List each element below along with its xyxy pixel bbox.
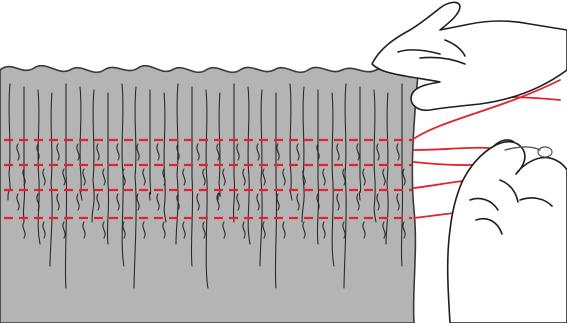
fabric-panel: [0, 66, 418, 323]
fabric-fold-line: [23, 87, 24, 222]
right-hand-icon: [448, 140, 567, 323]
fabric-fold-line: [233, 84, 234, 222]
